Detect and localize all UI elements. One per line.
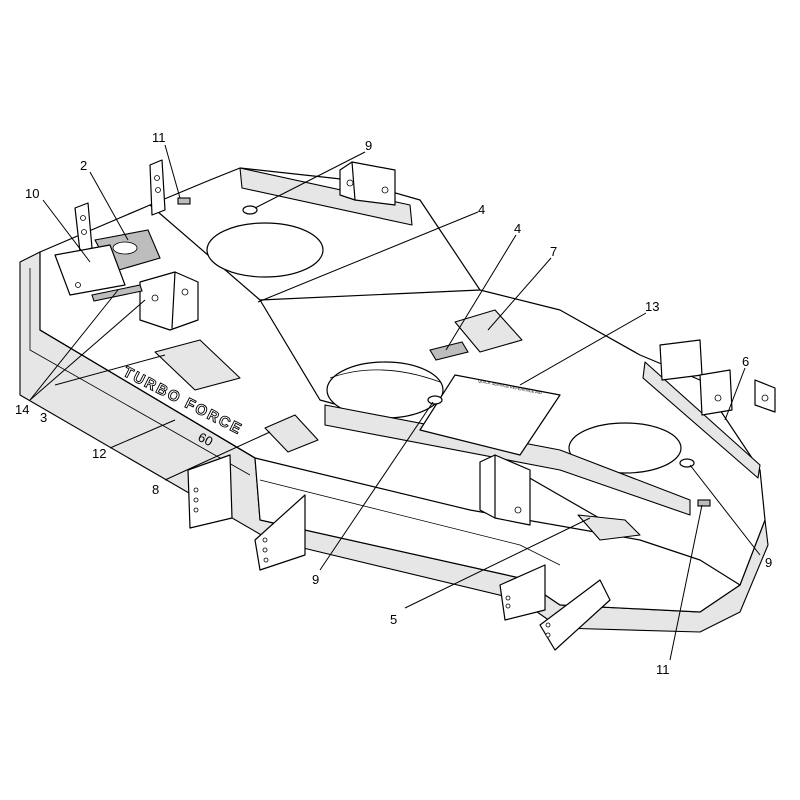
decal-7 (454, 309, 523, 353)
callout-4-lower: 4 (514, 221, 521, 236)
decal-5 (577, 514, 641, 541)
baffles (239, 167, 761, 516)
callout-6: 6 (742, 354, 749, 369)
quick-reference-decal (419, 374, 561, 456)
callout-11-front: 11 (656, 662, 670, 677)
blade-openings (206, 222, 682, 474)
callout-4-upper: 4 (478, 202, 485, 217)
leader-lines (29, 144, 761, 661)
decal-3 (154, 339, 241, 391)
callout-9-center: 9 (312, 572, 319, 587)
right-spindle-opening (568, 422, 682, 474)
callout-5: 5 (390, 612, 397, 627)
callout-11-rear: 11 (152, 130, 166, 145)
plug-right (679, 458, 695, 468)
callout-3: 3 (40, 410, 47, 425)
callout-13: 13 (645, 299, 659, 314)
decal-4 (429, 341, 469, 361)
callout-10: 10 (25, 186, 39, 201)
plug-rear (242, 205, 258, 215)
callout-9-rear: 9 (365, 138, 372, 153)
decal-11-front (697, 499, 711, 507)
plug-center (427, 395, 443, 405)
callout-9-right: 9 (765, 555, 772, 570)
callout-8: 8 (152, 482, 159, 497)
decal-14 (91, 284, 143, 302)
callout-labels: 11 9 2 10 4 4 7 13 6 14 3 12 8 9 5 9 11 (15, 130, 772, 677)
callout-7: 7 (550, 244, 557, 259)
callout-2: 2 (80, 158, 87, 173)
callout-14: 14 (15, 402, 29, 417)
callout-12: 12 (92, 446, 106, 461)
decal-11-rear (177, 197, 191, 205)
brand-model-text: 60 (196, 429, 216, 449)
decal-8 (264, 414, 319, 453)
left-spindle-opening (206, 222, 324, 278)
mounting-brackets (54, 159, 776, 651)
